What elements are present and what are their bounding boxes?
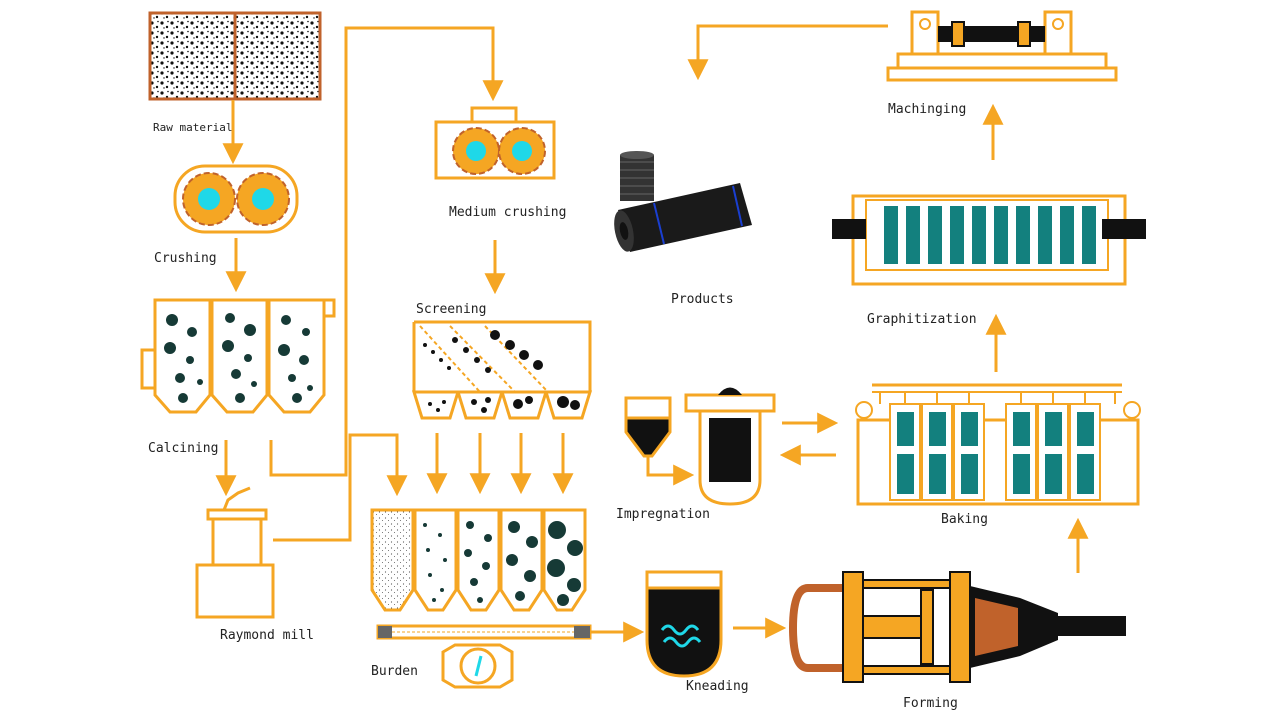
machining-lathe-icon [886,10,1118,82]
label-forming: Forming [903,696,958,711]
calcining-furnace-icon [140,298,336,414]
label-machining: Machinging [888,102,967,117]
label-crushing: Crushing [154,251,217,266]
label-baking: Baking [941,512,988,527]
crusher-icon [173,164,299,234]
label-impregnation: Impregnation [616,507,710,522]
label-calcining: Calcining [148,441,219,456]
raymond-mill-icon [195,486,275,619]
label-kneading: Kneading [686,679,749,694]
label-products: Products [671,292,734,307]
kneading-machine-icon [645,570,723,678]
screening-down-arrows [426,433,574,495]
burden-silos-icon [370,508,592,689]
graphitization-furnace-icon [832,194,1146,286]
label-raymond-mill: Raymond mill [220,628,314,643]
label-raw-material: Raw material [153,121,233,134]
label-burden: Burden [371,664,418,679]
screening-icon [411,320,593,420]
products-electrodes-icon [614,151,752,252]
forming-press-icon [788,571,1126,683]
arrow-calcining-to-medium-crushing [269,26,504,477]
arrow-machining-to-products [687,24,888,81]
label-medium-crushing: Medium crushing [449,205,567,220]
raw-material-box [148,11,322,101]
label-screening: Screening [416,302,487,317]
impregnation-tank-icon [624,387,776,506]
label-graphitization: Graphitization [867,312,977,327]
arrow-mill-to-burden [273,433,408,542]
medium-crusher-icon [434,106,556,180]
baking-furnace-icon [855,383,1141,506]
